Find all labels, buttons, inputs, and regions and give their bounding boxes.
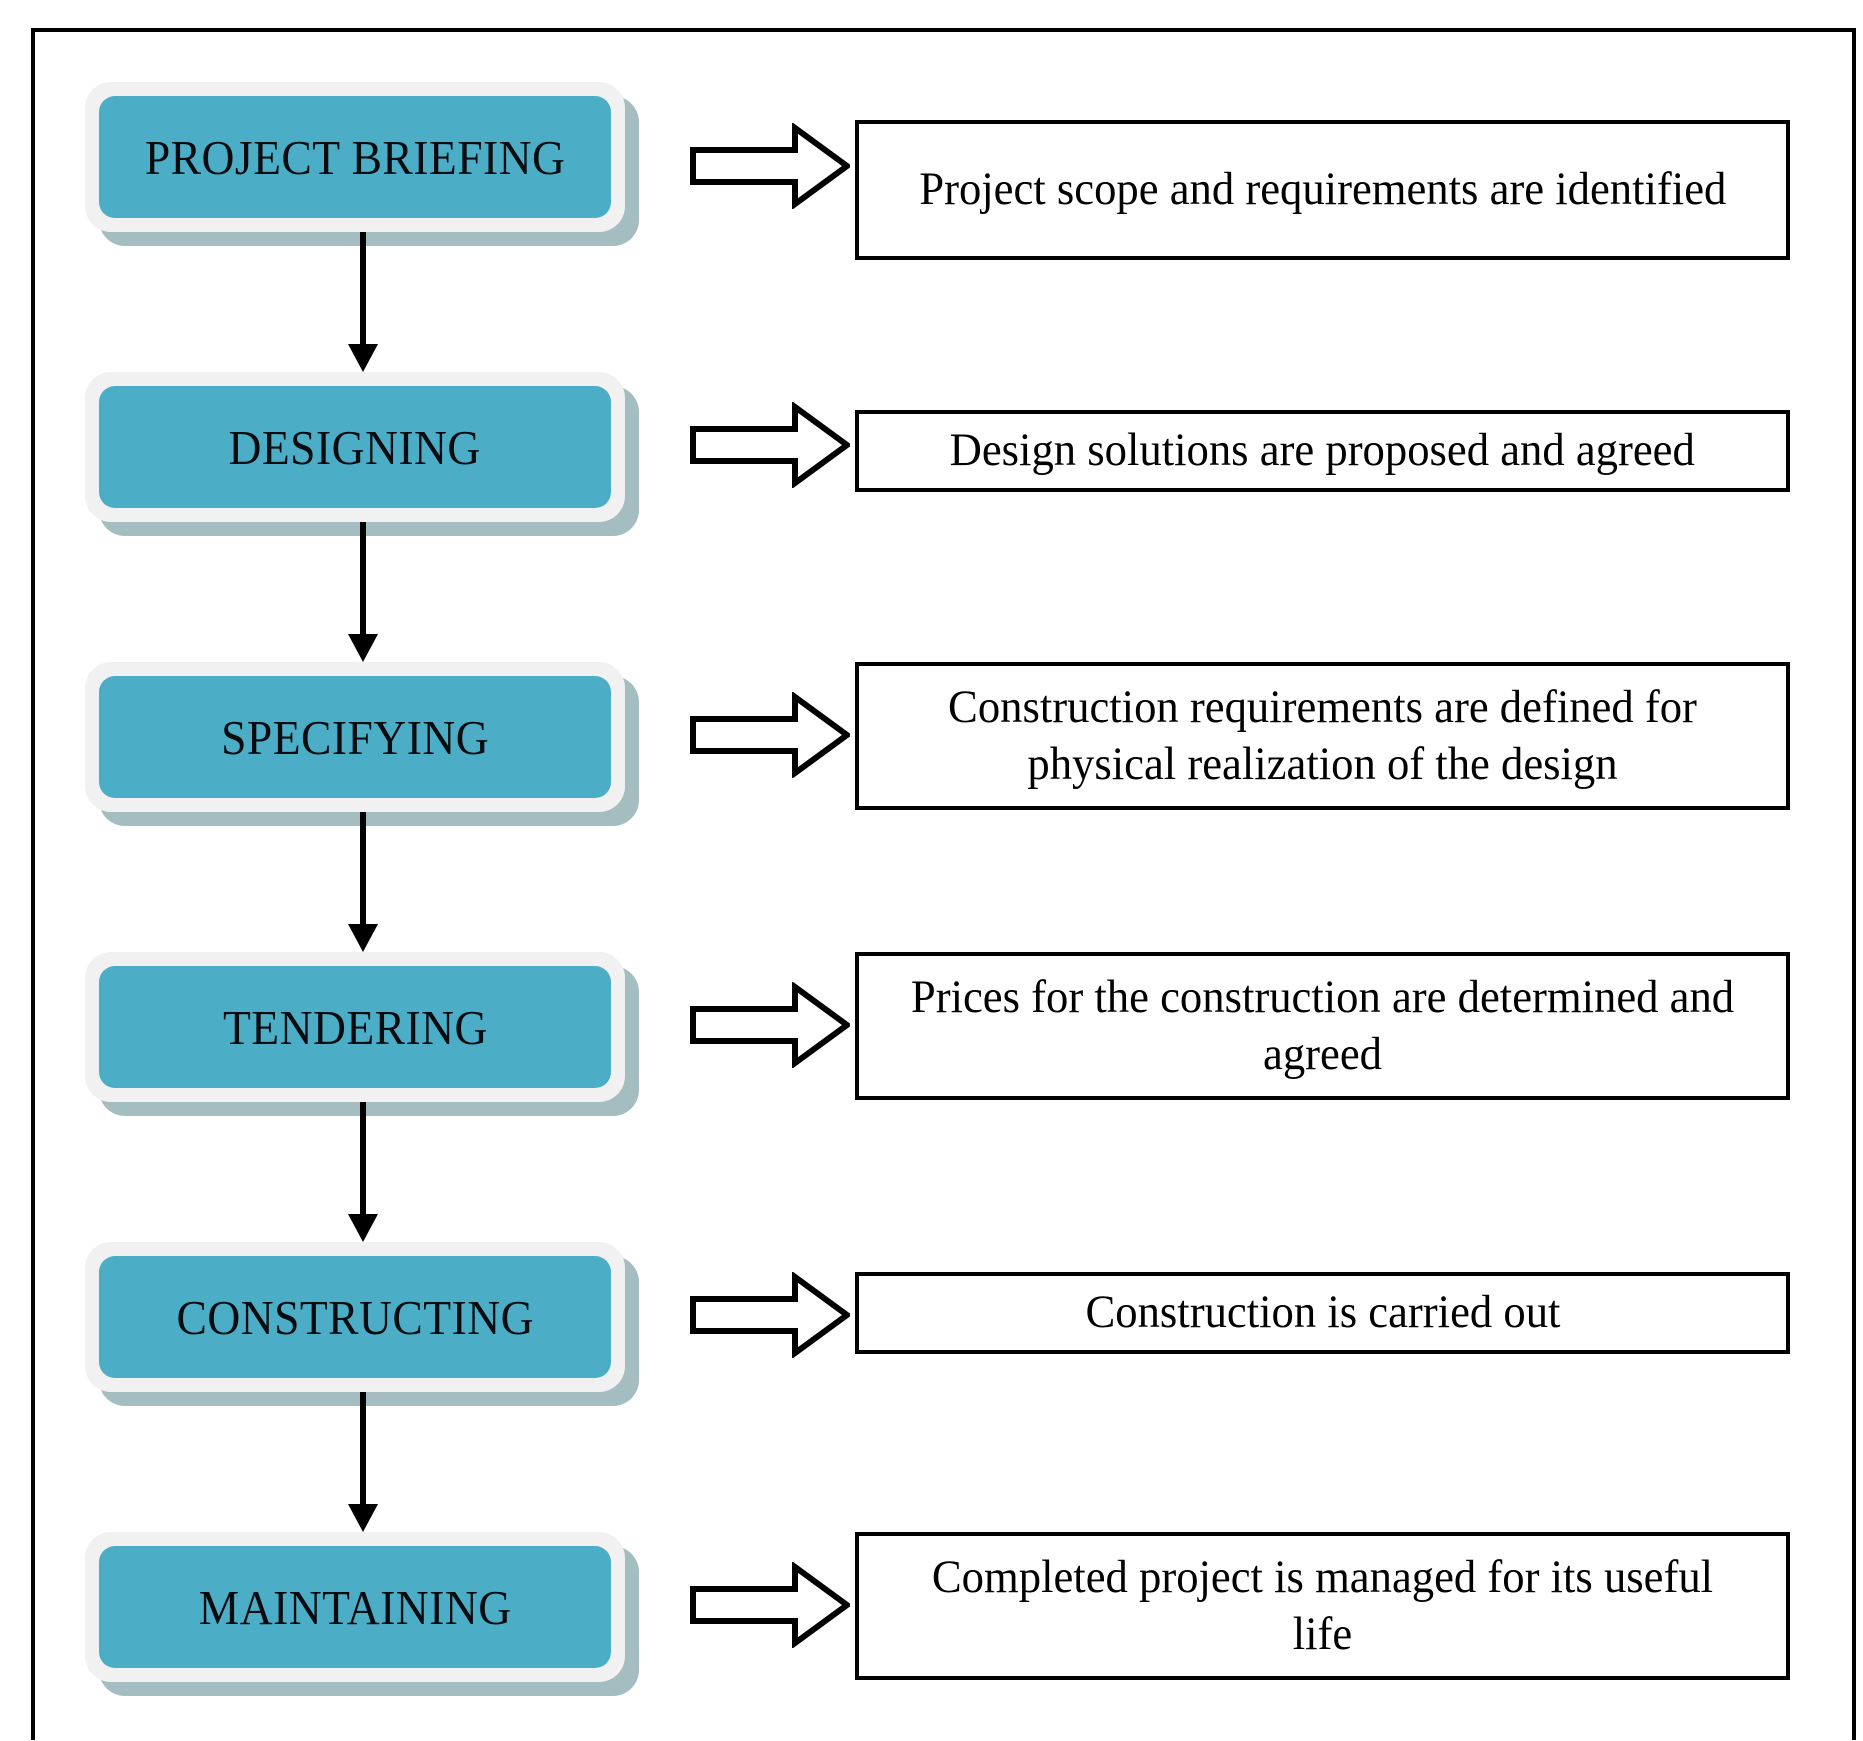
- stage-box-fill: TENDERING: [99, 966, 611, 1088]
- down-arrow-icon-1: [348, 232, 378, 372]
- connector-arrowhead: [348, 924, 378, 952]
- stage-box-specifying[interactable]: SPECIFYING: [85, 662, 639, 826]
- stage-box-maintaining[interactable]: MAINTAINING: [85, 1532, 639, 1696]
- stage-label: TENDERING: [222, 999, 488, 1055]
- right-block-arrow-icon-6: [690, 1562, 850, 1648]
- right-block-arrow-icon-2: [690, 402, 850, 488]
- stage-label: SPECIFYING: [220, 709, 489, 765]
- connector-arrowhead: [348, 344, 378, 372]
- description-text: Project scope and requirements are ident…: [918, 163, 1727, 216]
- description-text: Construction is carried out: [1085, 1286, 1560, 1339]
- stage-box-fill: CONSTRUCTING: [99, 1256, 611, 1378]
- down-arrow-icon-3: [348, 812, 378, 952]
- description-text: Design solutions are proposed and agreed: [949, 424, 1696, 477]
- description-box-constructing: Construction is carried out: [855, 1272, 1790, 1354]
- stage-box-designing[interactable]: DESIGNING: [85, 372, 639, 536]
- stage-box-project-briefing[interactable]: PROJECT BRIEFING: [85, 82, 639, 246]
- connector-arrowhead: [348, 634, 378, 662]
- stage-label: MAINTAINING: [198, 1579, 512, 1635]
- description-box-specifying: Construction requirements are defined fo…: [855, 662, 1790, 810]
- connector-shaft: [360, 232, 366, 346]
- down-arrow-icon-4: [348, 1102, 378, 1242]
- right-block-arrow-icon-3: [690, 692, 850, 778]
- description-box-maintaining: Completed project is managed for its use…: [855, 1532, 1790, 1680]
- connector-shaft: [360, 1102, 366, 1216]
- description-box-designing: Design solutions are proposed and agreed: [855, 410, 1790, 492]
- stage-box-fill: MAINTAINING: [99, 1546, 611, 1668]
- connector-arrowhead: [348, 1214, 378, 1242]
- stage-box-tendering[interactable]: TENDERING: [85, 952, 639, 1116]
- description-box-tendering: Prices for the construction are determin…: [855, 952, 1790, 1100]
- connector-shaft: [360, 1392, 366, 1506]
- description-box-project-briefing: Project scope and requirements are ident…: [855, 120, 1790, 260]
- stage-box-constructing[interactable]: CONSTRUCTING: [85, 1242, 639, 1406]
- stage-box-fill: DESIGNING: [99, 386, 611, 508]
- connector-arrowhead: [348, 1504, 378, 1532]
- right-block-arrow-icon-1: [690, 123, 850, 209]
- stage-label: DESIGNING: [228, 419, 482, 475]
- right-block-arrow-icon-5: [690, 1272, 850, 1358]
- right-block-arrow-icon-4: [690, 982, 850, 1068]
- description-text: Construction requirements are defined fo…: [948, 680, 1697, 790]
- diagram-outer-frame: [31, 28, 1856, 1740]
- connector-shaft: [360, 812, 366, 926]
- connector-shaft: [360, 522, 366, 636]
- stage-box-fill: PROJECT BRIEFING: [99, 96, 611, 218]
- description-text: Prices for the construction are determin…: [910, 970, 1735, 1080]
- stage-label: CONSTRUCTING: [176, 1289, 534, 1345]
- stage-box-fill: SPECIFYING: [99, 676, 611, 798]
- description-text: Completed project is managed for its use…: [931, 1550, 1714, 1660]
- stage-label: PROJECT BRIEFING: [144, 129, 566, 185]
- down-arrow-icon-5: [348, 1392, 378, 1532]
- down-arrow-icon-2: [348, 522, 378, 662]
